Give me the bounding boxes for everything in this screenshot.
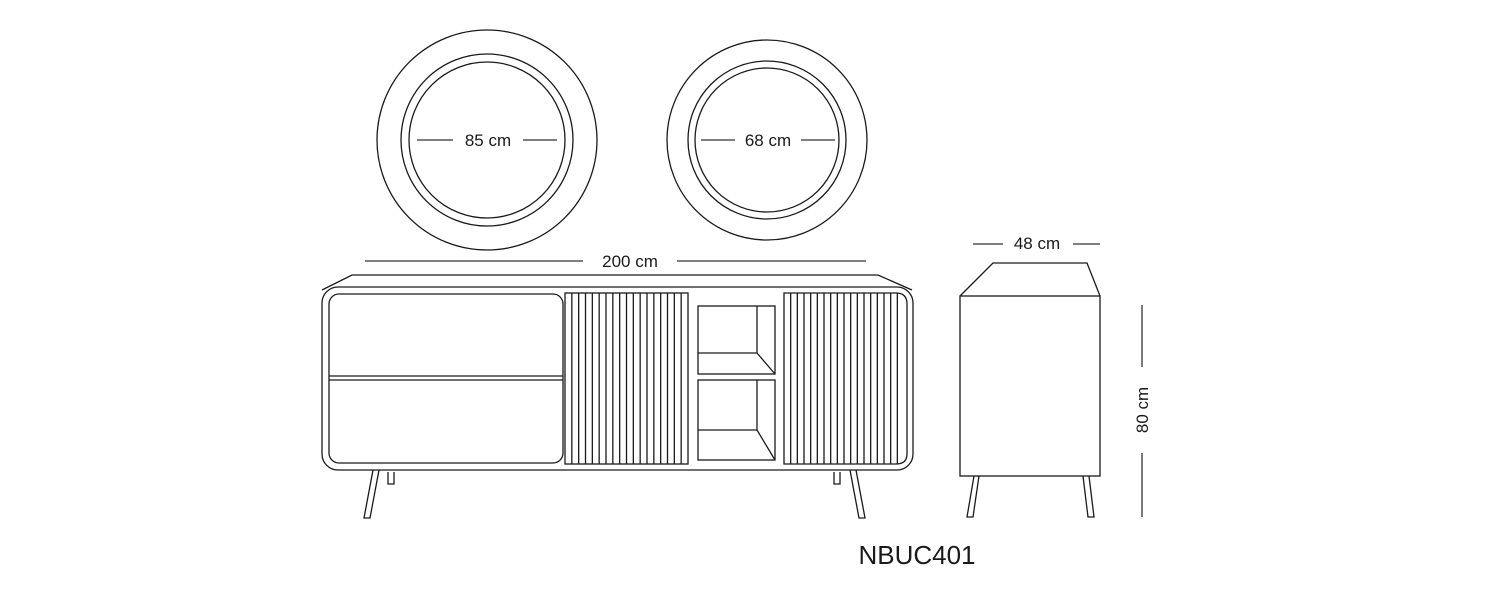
- door-frame: [783, 292, 908, 465]
- mirror-large: 85 cm: [376, 29, 598, 251]
- leg-front-right: [849, 469, 866, 519]
- mirror-small-diameter-label: 68 cm: [745, 131, 791, 150]
- side-leg-left: [966, 475, 980, 518]
- sideboard-width-label: 200 cm: [602, 252, 658, 271]
- mirror-small: 68 cm: [666, 39, 868, 241]
- mirror-large-glass: [408, 61, 566, 219]
- sideboard-side: 48 cm 80 cm: [959, 234, 1152, 518]
- mirror-large-outer-rim: [376, 29, 598, 251]
- leg-front-left: [363, 469, 380, 519]
- product-code: NBUC401: [858, 540, 975, 570]
- drawer-panel: [328, 293, 564, 464]
- shelf-back: [698, 306, 776, 375]
- side-leg-right: [1082, 475, 1095, 518]
- shelf-compartment: [697, 305, 776, 375]
- slatted-door-left: [564, 292, 689, 465]
- shelf-compartment: [697, 379, 776, 461]
- sideboard-top: [321, 274, 913, 291]
- sideboard-body: [321, 286, 914, 471]
- slatted-door-right: [783, 292, 908, 465]
- open-shelf-lower: [697, 379, 776, 461]
- mirror-small-glass: [694, 67, 840, 213]
- side-body: [959, 295, 1101, 477]
- sideboard-front: 200 cm: [321, 252, 914, 519]
- side-top: [959, 262, 1101, 297]
- mirror-small-frame-ring: [687, 60, 847, 220]
- sideboard-depth-label: 48 cm: [1014, 234, 1060, 253]
- mirror-large-frame-ring: [400, 53, 574, 227]
- mirror-large-diameter-label: 85 cm: [465, 131, 511, 150]
- mirror-small-outer-rim: [666, 39, 868, 241]
- open-shelf-upper: [697, 305, 776, 375]
- leg-back-left: [387, 472, 395, 485]
- shelf-back: [698, 380, 776, 461]
- sideboard-height-label: 80 cm: [1133, 387, 1152, 433]
- leg-back-right: [833, 472, 841, 485]
